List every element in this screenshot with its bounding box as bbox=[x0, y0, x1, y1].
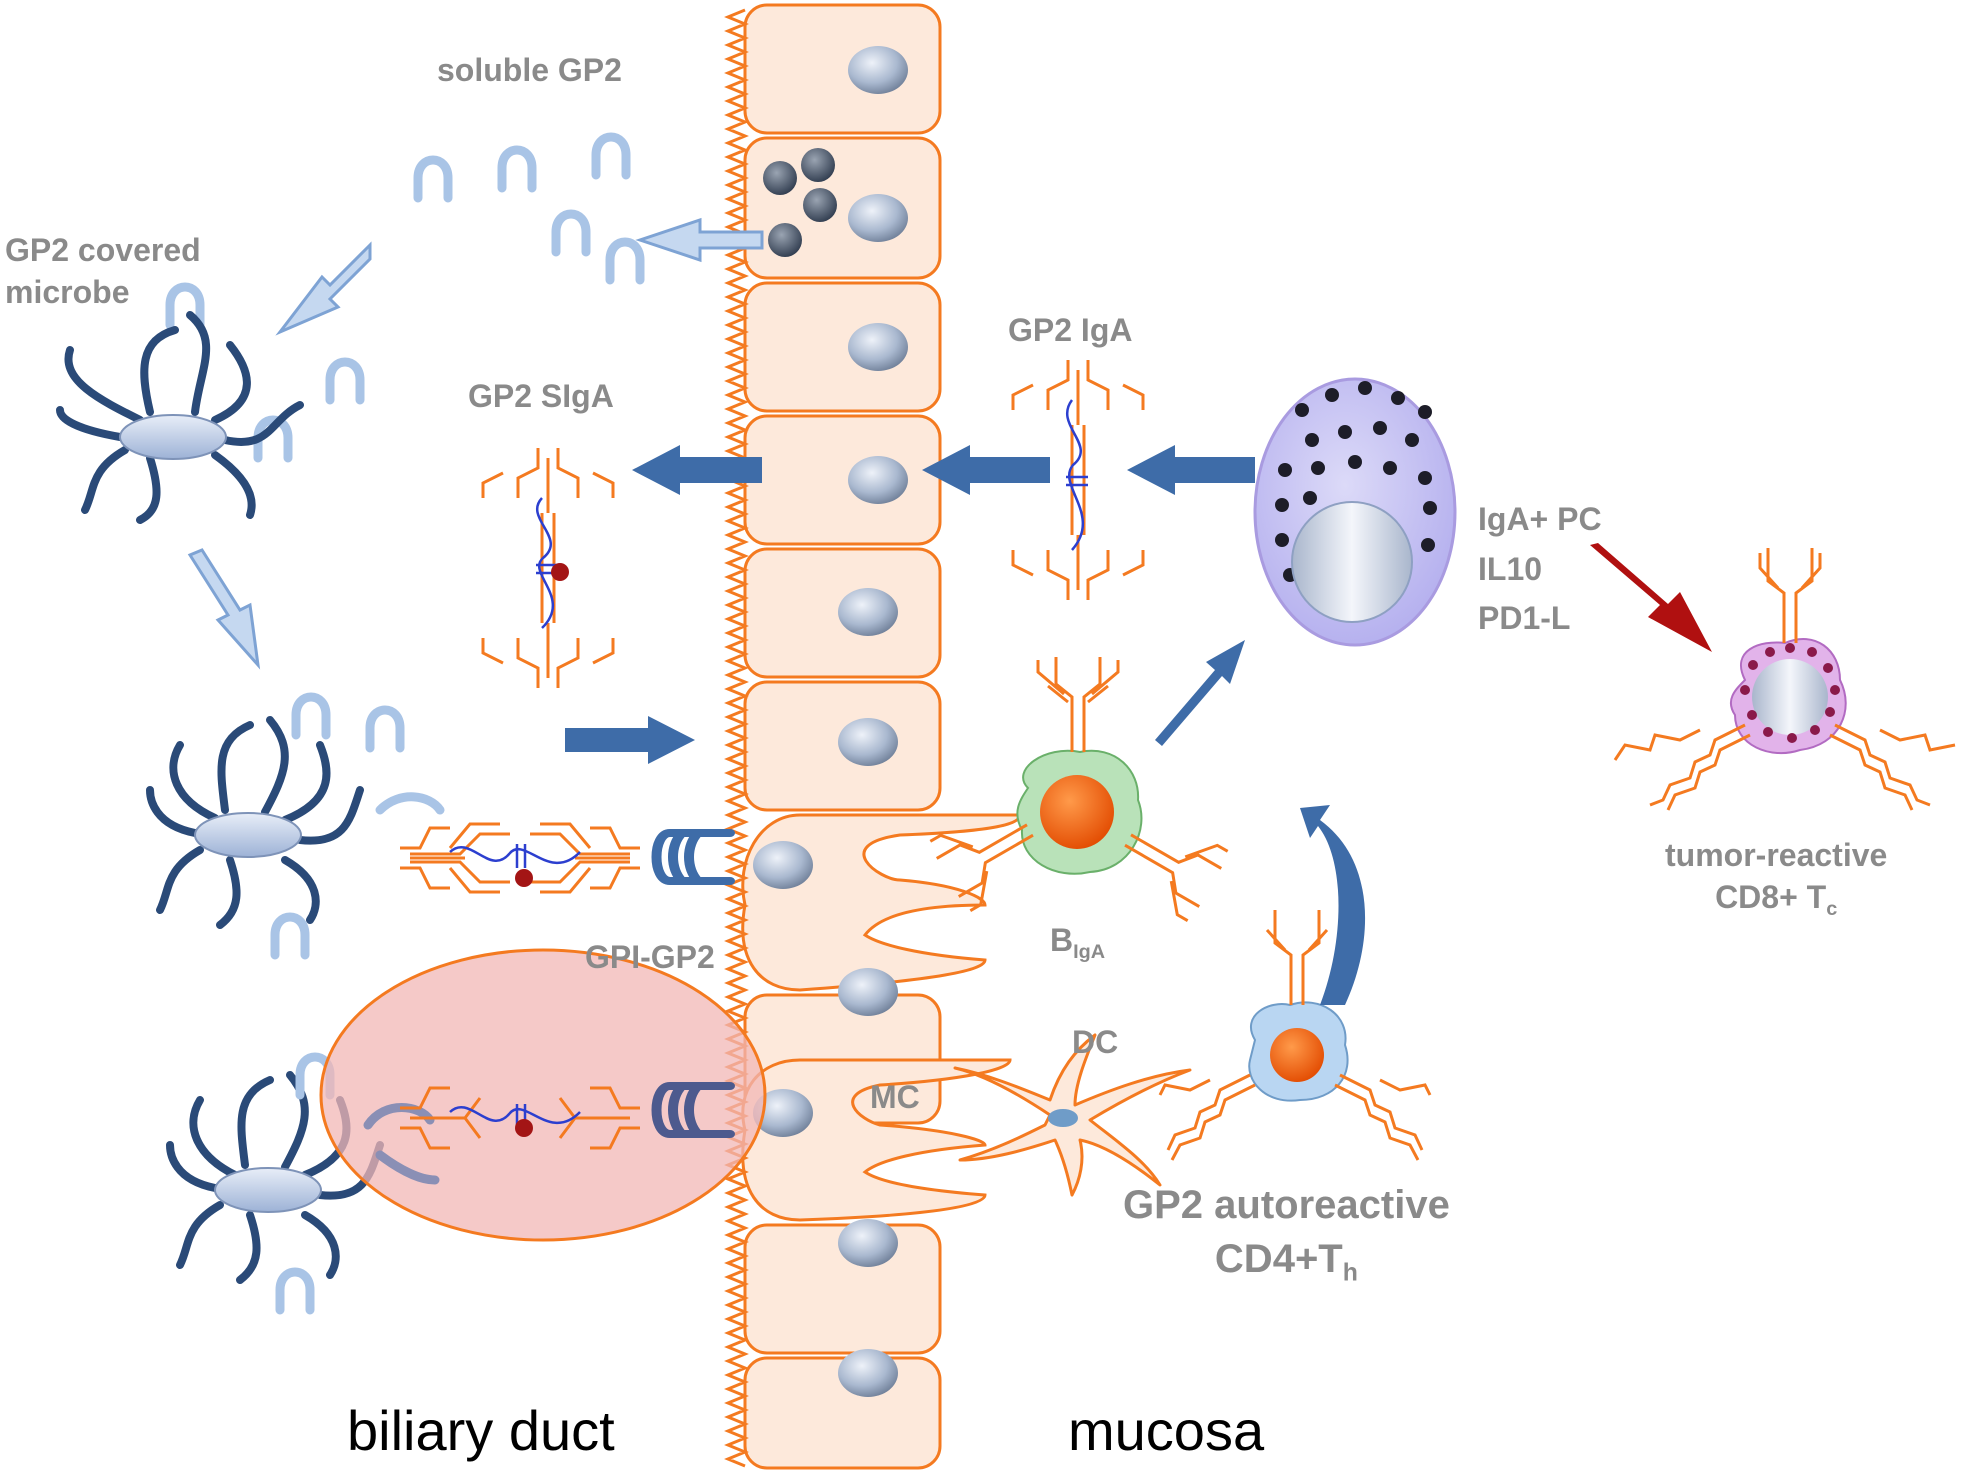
cd8-tumor-reactive-t-cell bbox=[1613, 548, 1956, 811]
gp2-covered-microbe-top bbox=[56, 311, 304, 524]
zymogen-granule bbox=[763, 161, 797, 195]
label-il10: IL10 bbox=[1478, 550, 1543, 587]
iga-plasma-cell bbox=[1253, 377, 1457, 647]
label-cd4-main: CD4+T bbox=[1214, 1237, 1343, 1281]
m-cell bbox=[741, 1058, 1012, 1222]
region-label-biliary-duct: biliary duct bbox=[347, 1399, 615, 1462]
arrow-to-mucosa bbox=[187, 548, 261, 670]
arrow-pc-secretion bbox=[1127, 445, 1255, 495]
nucleus bbox=[838, 1219, 898, 1267]
siga-dimer-horizontal bbox=[400, 822, 640, 894]
arrow-b-to-pc bbox=[1155, 640, 1245, 746]
label-cd8-sub: c bbox=[1826, 897, 1838, 920]
region-label-mucosa: mucosa bbox=[1068, 1399, 1265, 1462]
cd4-t-helper-cell bbox=[1158, 910, 1432, 1161]
iga-b-cell bbox=[929, 657, 1229, 922]
nucleus bbox=[753, 841, 813, 889]
label-gp2-siga: GP2 SIgA bbox=[468, 378, 614, 414]
label-gp2-iga: GP2 IgA bbox=[1008, 312, 1133, 348]
label-cd4-sub: h bbox=[1342, 1259, 1358, 1287]
label-gp2-covered-microbe: GP2 covered microbe bbox=[5, 230, 201, 313]
label-gp2-autoreactive: GP2 autoreactive bbox=[1123, 1183, 1450, 1227]
nucleus bbox=[838, 968, 898, 1016]
label-cd8-tc: tumor-reactive CD8+ Tc bbox=[1665, 835, 1887, 922]
gp2-siga-dimer bbox=[481, 448, 615, 688]
nucleus bbox=[753, 1089, 813, 1137]
goblet-cell bbox=[743, 136, 942, 280]
label-b-iga: BIgA bbox=[1050, 920, 1105, 966]
nucleus bbox=[838, 588, 898, 636]
label-pd1l: PD1-L bbox=[1478, 600, 1571, 637]
zymogen-granule bbox=[768, 223, 802, 257]
epithelial-cell bbox=[743, 3, 942, 135]
gp2-iga-dimer bbox=[1011, 360, 1145, 600]
arrow-secretion bbox=[635, 217, 764, 263]
label-tumor-reactive: tumor-reactive bbox=[1665, 837, 1888, 873]
label-gp2-covered-microbe-line1: GP2 covered bbox=[5, 232, 201, 268]
nucleus bbox=[848, 46, 908, 94]
zymogen-granule bbox=[803, 188, 837, 222]
arrows bbox=[187, 217, 1712, 1005]
label-cd8-main: CD8+ T bbox=[1715, 878, 1827, 915]
label-b-iga-sub: IgA bbox=[1073, 940, 1106, 963]
label-gpi-gp2: GPI-GP2 bbox=[585, 939, 715, 975]
arrow-siga-out bbox=[632, 445, 762, 495]
arrow-t-help bbox=[1300, 805, 1366, 1005]
label-plasma-cell: IgA+ PC IL10 PD1-L bbox=[1478, 495, 1602, 644]
epithelial-cell bbox=[743, 414, 942, 546]
dendritic-cell bbox=[953, 1033, 1192, 1197]
nucleus bbox=[848, 194, 908, 242]
label-cd4-th: GP2 autoreactive CD4+Th bbox=[1123, 1178, 1450, 1290]
gp2-covered-microbe-middle bbox=[146, 697, 445, 955]
m-cell-transcytosis-zone bbox=[319, 948, 767, 1242]
siga-dimer-horizontal bbox=[400, 1086, 640, 1150]
label-mc: MC bbox=[870, 1079, 920, 1115]
gpi-gp2-anchor bbox=[651, 828, 735, 886]
label-soluble-gp2: soluble GP2 bbox=[437, 52, 622, 88]
epithelial-cell bbox=[743, 281, 942, 413]
arrow-binding bbox=[275, 241, 372, 336]
nucleus bbox=[848, 323, 908, 371]
label-dc: DC bbox=[1072, 1024, 1119, 1060]
label-b-iga-main: B bbox=[1050, 922, 1074, 958]
nucleus bbox=[848, 456, 908, 504]
nucleus bbox=[838, 1349, 898, 1397]
label-iga-pc: IgA+ PC bbox=[1478, 501, 1602, 537]
zymogen-granule bbox=[801, 148, 835, 182]
gpi-gp2-anchor bbox=[651, 1081, 735, 1139]
arrow-iga-transcytosis bbox=[922, 445, 1050, 495]
label-gp2-covered-microbe-line2: microbe bbox=[5, 273, 130, 310]
microvilli bbox=[724, 8, 749, 1468]
arrow-to-epithelium bbox=[565, 716, 695, 764]
nucleus bbox=[838, 718, 898, 766]
epithelium-layer bbox=[724, 3, 1022, 1470]
